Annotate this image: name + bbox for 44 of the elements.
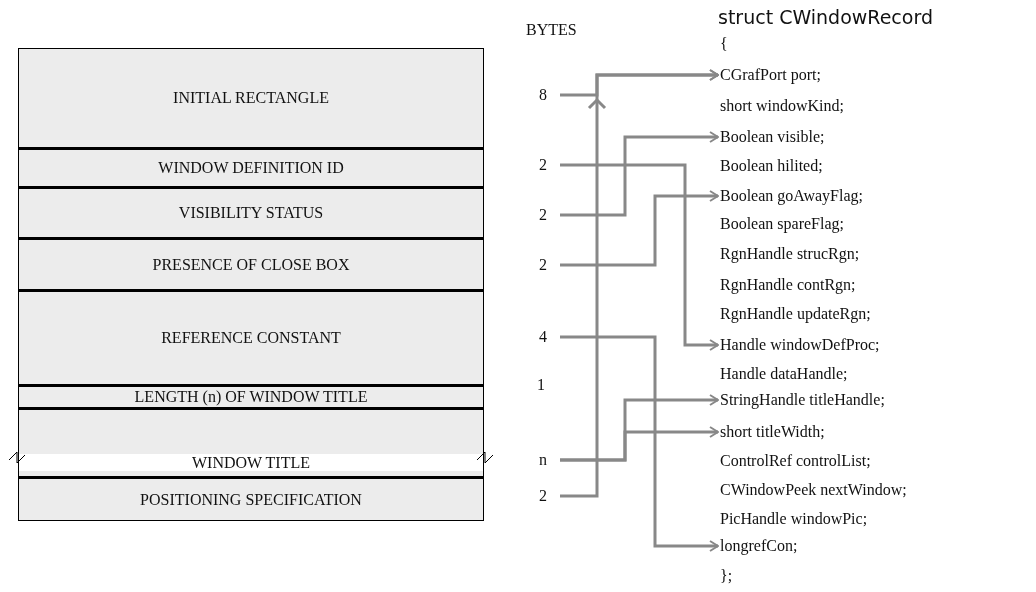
byte-count: 2 (526, 486, 560, 506)
code-line: short windowKind; (720, 96, 844, 116)
memory-field-box: INITIAL RECTANGLE (18, 48, 484, 147)
code-line: short titleWidth; (720, 422, 825, 442)
code-line: StringHandle titleHandle; (720, 390, 885, 410)
code-line: RgnHandle strucRgn; (720, 244, 860, 264)
column-heading: BYTES (526, 20, 577, 40)
code-line: longrefCon; (720, 536, 798, 556)
byte-count: 8 (526, 85, 560, 105)
memory-field-box: LENGTH (n) OF WINDOW TITLE (18, 384, 484, 407)
memory-field-box: PRESENCE OF CLOSE BOX (18, 237, 484, 289)
byte-count: 2 (526, 205, 560, 225)
code-line: Boolean spareFlag; (720, 214, 844, 234)
byte-count: 2 (526, 255, 560, 275)
arrow (560, 163, 719, 351)
code-line: Handle windowDefProc; (720, 335, 880, 355)
code-line: CGrafPort port; (720, 65, 821, 85)
memory-field-box: POSITIONING SPECIFICATION (18, 476, 484, 521)
code-line: Boolean goAwayFlag; (720, 186, 863, 206)
memory-field-box: VISIBILITY STATUS (18, 186, 484, 237)
byte-count: 2 (526, 155, 560, 175)
code-line: Boolean visible; (720, 127, 825, 147)
memory-field-box (18, 407, 484, 476)
code-line: CWindowPeek nextWindow; (720, 480, 907, 500)
code-line: PicHandle windowPic; (720, 509, 868, 529)
field-name: WINDOW TITLE (19, 454, 483, 471)
arrow (560, 131, 719, 217)
byte-count: 4 (526, 327, 560, 347)
memory-field-box: WINDOW DEFINITION ID (18, 147, 484, 186)
code-line: ControlRef controlList; (720, 451, 871, 471)
code-line: Boolean hilited; (720, 156, 823, 176)
arrow (560, 335, 719, 552)
byte-count: 1 (537, 375, 545, 395)
code-brace: { (720, 34, 728, 54)
memory-field-box: REFERENCE CONSTANT (18, 289, 484, 384)
arrow (560, 426, 719, 462)
arrow (560, 69, 719, 498)
struct-heading: struct CWindowRecord (718, 5, 933, 29)
code-line: RgnHandle contRgn; (720, 275, 856, 295)
code-brace: }; (720, 566, 733, 586)
code-line: RgnHandle updateRgn; (720, 304, 871, 324)
arrow (560, 190, 719, 267)
code-line: Handle dataHandle; (720, 364, 848, 384)
byte-count: n (526, 450, 560, 470)
